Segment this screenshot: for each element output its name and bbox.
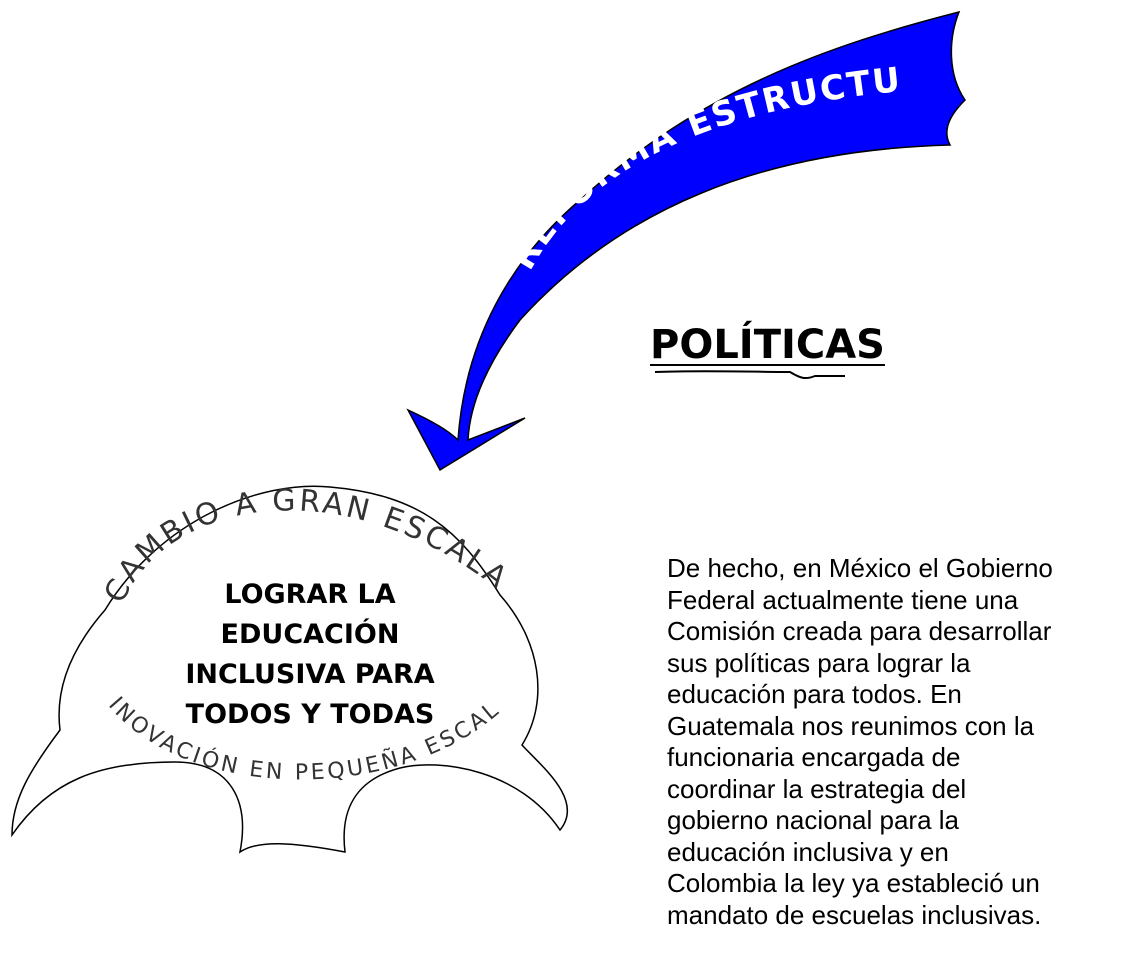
- center-title-line: LOGRAR LA: [224, 579, 396, 610]
- curved-arrow-shape: [406, 10, 966, 472]
- politicas-underline: [654, 370, 845, 380]
- body-line: educación para todos. En: [667, 679, 962, 709]
- center-title: LOGRAR LA EDUCACIÓN INCLUSIVA PARA TODOS…: [175, 575, 445, 735]
- center-title-line: EDUCACIÓN: [220, 619, 400, 650]
- body-paragraph: De hecho, en México el Gobierno Federal …: [667, 553, 1137, 931]
- center-title-line: TODOS Y TODAS: [185, 699, 435, 730]
- politicas-title: POLÍTICAS: [650, 322, 885, 368]
- mushroom-shape: [11, 485, 568, 854]
- body-line: Federal actualmente tiene una: [667, 584, 1019, 615]
- center-title-line: INCLUSIVA PARA: [185, 659, 435, 690]
- body-line: educación inclusiva y en: [667, 836, 949, 867]
- body-line: sus políticas para lograr la: [667, 647, 971, 678]
- body-line: gobierno nacional para la: [667, 805, 959, 835]
- body-line: Guatemala nos reunimos con la: [667, 710, 1035, 741]
- body-line: Colombia la ley ya estableció un: [667, 868, 1040, 898]
- body-line: mandato de escuelas inclusivas.: [667, 899, 1042, 930]
- body-line: De hecho, en México el Gobierno: [667, 553, 1053, 583]
- body-line: funcionaria encargada de: [667, 742, 961, 772]
- body-line: coordinar la estrategia del: [667, 773, 967, 804]
- body-line: Comisión creada para desarrollar: [667, 616, 1052, 646]
